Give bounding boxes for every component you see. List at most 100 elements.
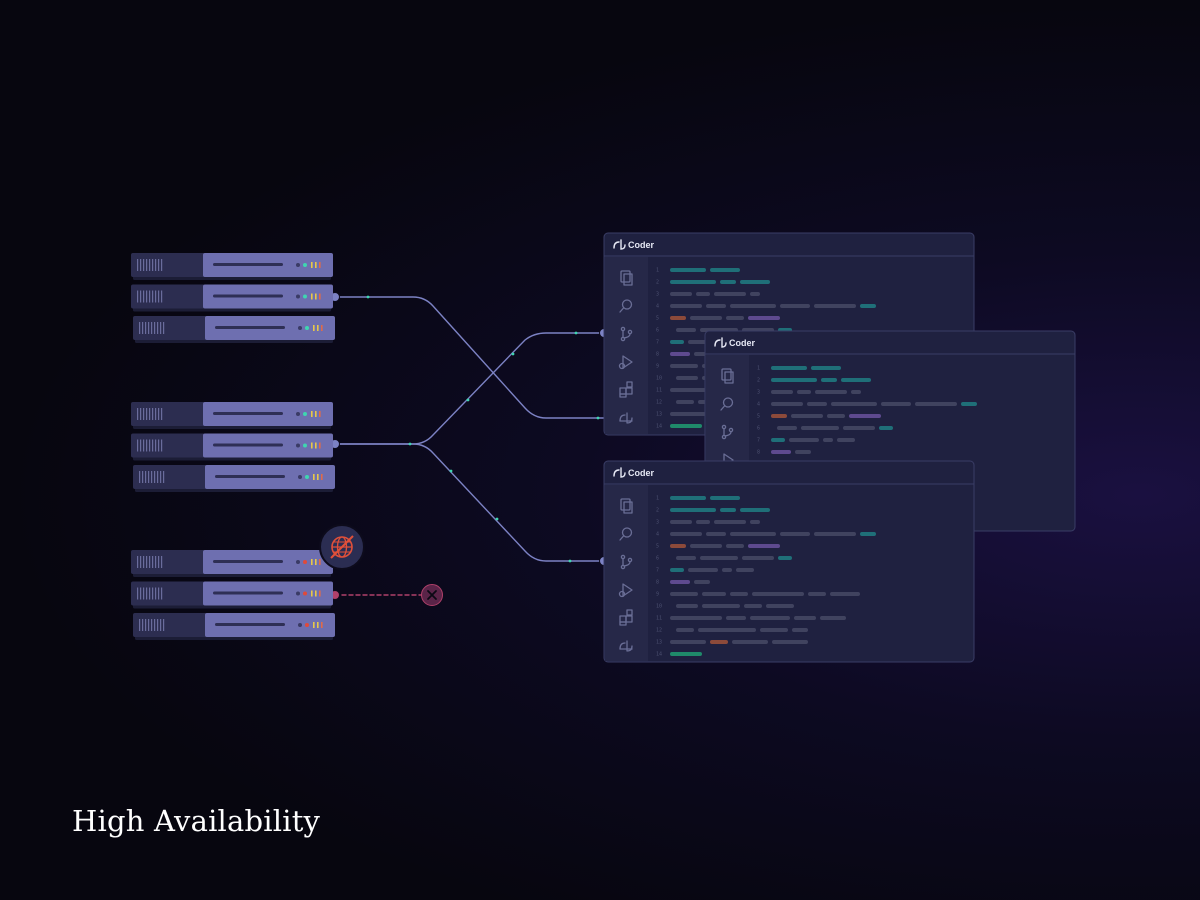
svg-text:11: 11	[656, 616, 662, 622]
coder-logo-icon	[613, 239, 626, 250]
code-token	[771, 390, 793, 394]
status-dot	[296, 560, 300, 564]
code-token	[827, 414, 845, 418]
files-icon	[620, 270, 633, 286]
server-unit	[131, 581, 333, 609]
code-token	[750, 292, 760, 296]
code-token	[702, 604, 740, 608]
extensions-icon	[619, 381, 633, 398]
activity-bar	[605, 257, 648, 434]
server-group-3	[131, 550, 335, 640]
code-token	[750, 616, 790, 620]
svg-text:12: 12	[656, 400, 662, 406]
code-token	[720, 508, 736, 512]
code-token	[797, 390, 811, 394]
code-token	[714, 520, 746, 524]
code-token	[670, 280, 716, 284]
svg-text:4: 4	[757, 402, 760, 408]
overlay	[319, 524, 443, 606]
code-token	[670, 640, 706, 644]
coder-icon	[619, 640, 633, 652]
code-token	[702, 592, 726, 596]
status-led	[305, 475, 309, 479]
code-token	[771, 366, 807, 370]
code-token	[823, 438, 833, 442]
code-token	[771, 414, 787, 418]
code-token	[710, 496, 740, 500]
window-title: Coder	[628, 240, 655, 250]
source-control-icon	[620, 554, 633, 570]
window-title: Coder	[628, 468, 655, 478]
code-token	[730, 532, 776, 536]
code-token	[670, 340, 684, 344]
coder-logo-icon	[714, 337, 727, 348]
code-token	[670, 496, 706, 500]
search-icon	[619, 299, 633, 313]
connection-line	[334, 332, 605, 445]
code-token	[771, 402, 803, 406]
code-token	[670, 544, 686, 548]
code-token	[670, 616, 722, 620]
code-token	[807, 402, 827, 406]
code-token	[860, 304, 876, 308]
server-unit	[133, 465, 335, 492]
code-token	[780, 532, 810, 536]
code-token	[730, 304, 776, 308]
status-dot	[296, 443, 300, 448]
code-token	[698, 628, 756, 632]
server-group-2	[131, 402, 335, 492]
data-packet	[449, 469, 453, 473]
code-token	[843, 426, 875, 430]
activity-bar	[605, 485, 648, 661]
svg-text:11: 11	[656, 388, 662, 394]
status-led	[305, 326, 309, 330]
code-token	[690, 544, 722, 548]
status-led	[305, 623, 309, 627]
connection-line	[334, 443, 605, 562]
code-token	[881, 402, 911, 406]
code-token	[710, 268, 740, 272]
code-token	[670, 568, 684, 572]
code-token	[720, 280, 736, 284]
code-token	[766, 604, 794, 608]
code-token	[676, 376, 698, 380]
code-token	[722, 568, 732, 572]
code-token	[961, 402, 977, 406]
search-icon	[720, 397, 734, 411]
code-token	[771, 438, 785, 442]
svg-text:13: 13	[656, 412, 662, 418]
svg-text:3: 3	[656, 292, 659, 298]
status-dot	[298, 475, 302, 479]
server-unit	[131, 433, 333, 461]
code-token	[801, 426, 839, 430]
code-token	[670, 592, 698, 596]
svg-text:8: 8	[757, 450, 760, 456]
status-dot	[298, 623, 302, 627]
code-token	[714, 292, 746, 296]
code-token	[879, 426, 893, 430]
code-token	[694, 580, 710, 584]
svg-text:1: 1	[656, 268, 659, 274]
code-token	[837, 438, 855, 442]
connection-line	[334, 296, 706, 419]
code-token	[794, 616, 816, 620]
svg-text:3: 3	[656, 520, 659, 526]
code-token	[740, 280, 770, 284]
data-packet	[495, 517, 499, 521]
status-led	[303, 294, 307, 299]
coder-logo-icon	[613, 467, 626, 478]
code-token	[676, 556, 696, 560]
svg-text:6: 6	[656, 556, 659, 562]
svg-text:2: 2	[656, 508, 659, 514]
code-token	[700, 556, 738, 560]
code-token	[777, 426, 797, 430]
extensions-icon	[619, 609, 633, 626]
code-token	[750, 520, 760, 524]
code-token	[791, 414, 823, 418]
svg-text:2: 2	[656, 280, 659, 286]
svg-text:8: 8	[656, 352, 659, 358]
server-unit	[131, 402, 333, 429]
code-token	[670, 364, 698, 368]
code-token	[706, 532, 726, 536]
